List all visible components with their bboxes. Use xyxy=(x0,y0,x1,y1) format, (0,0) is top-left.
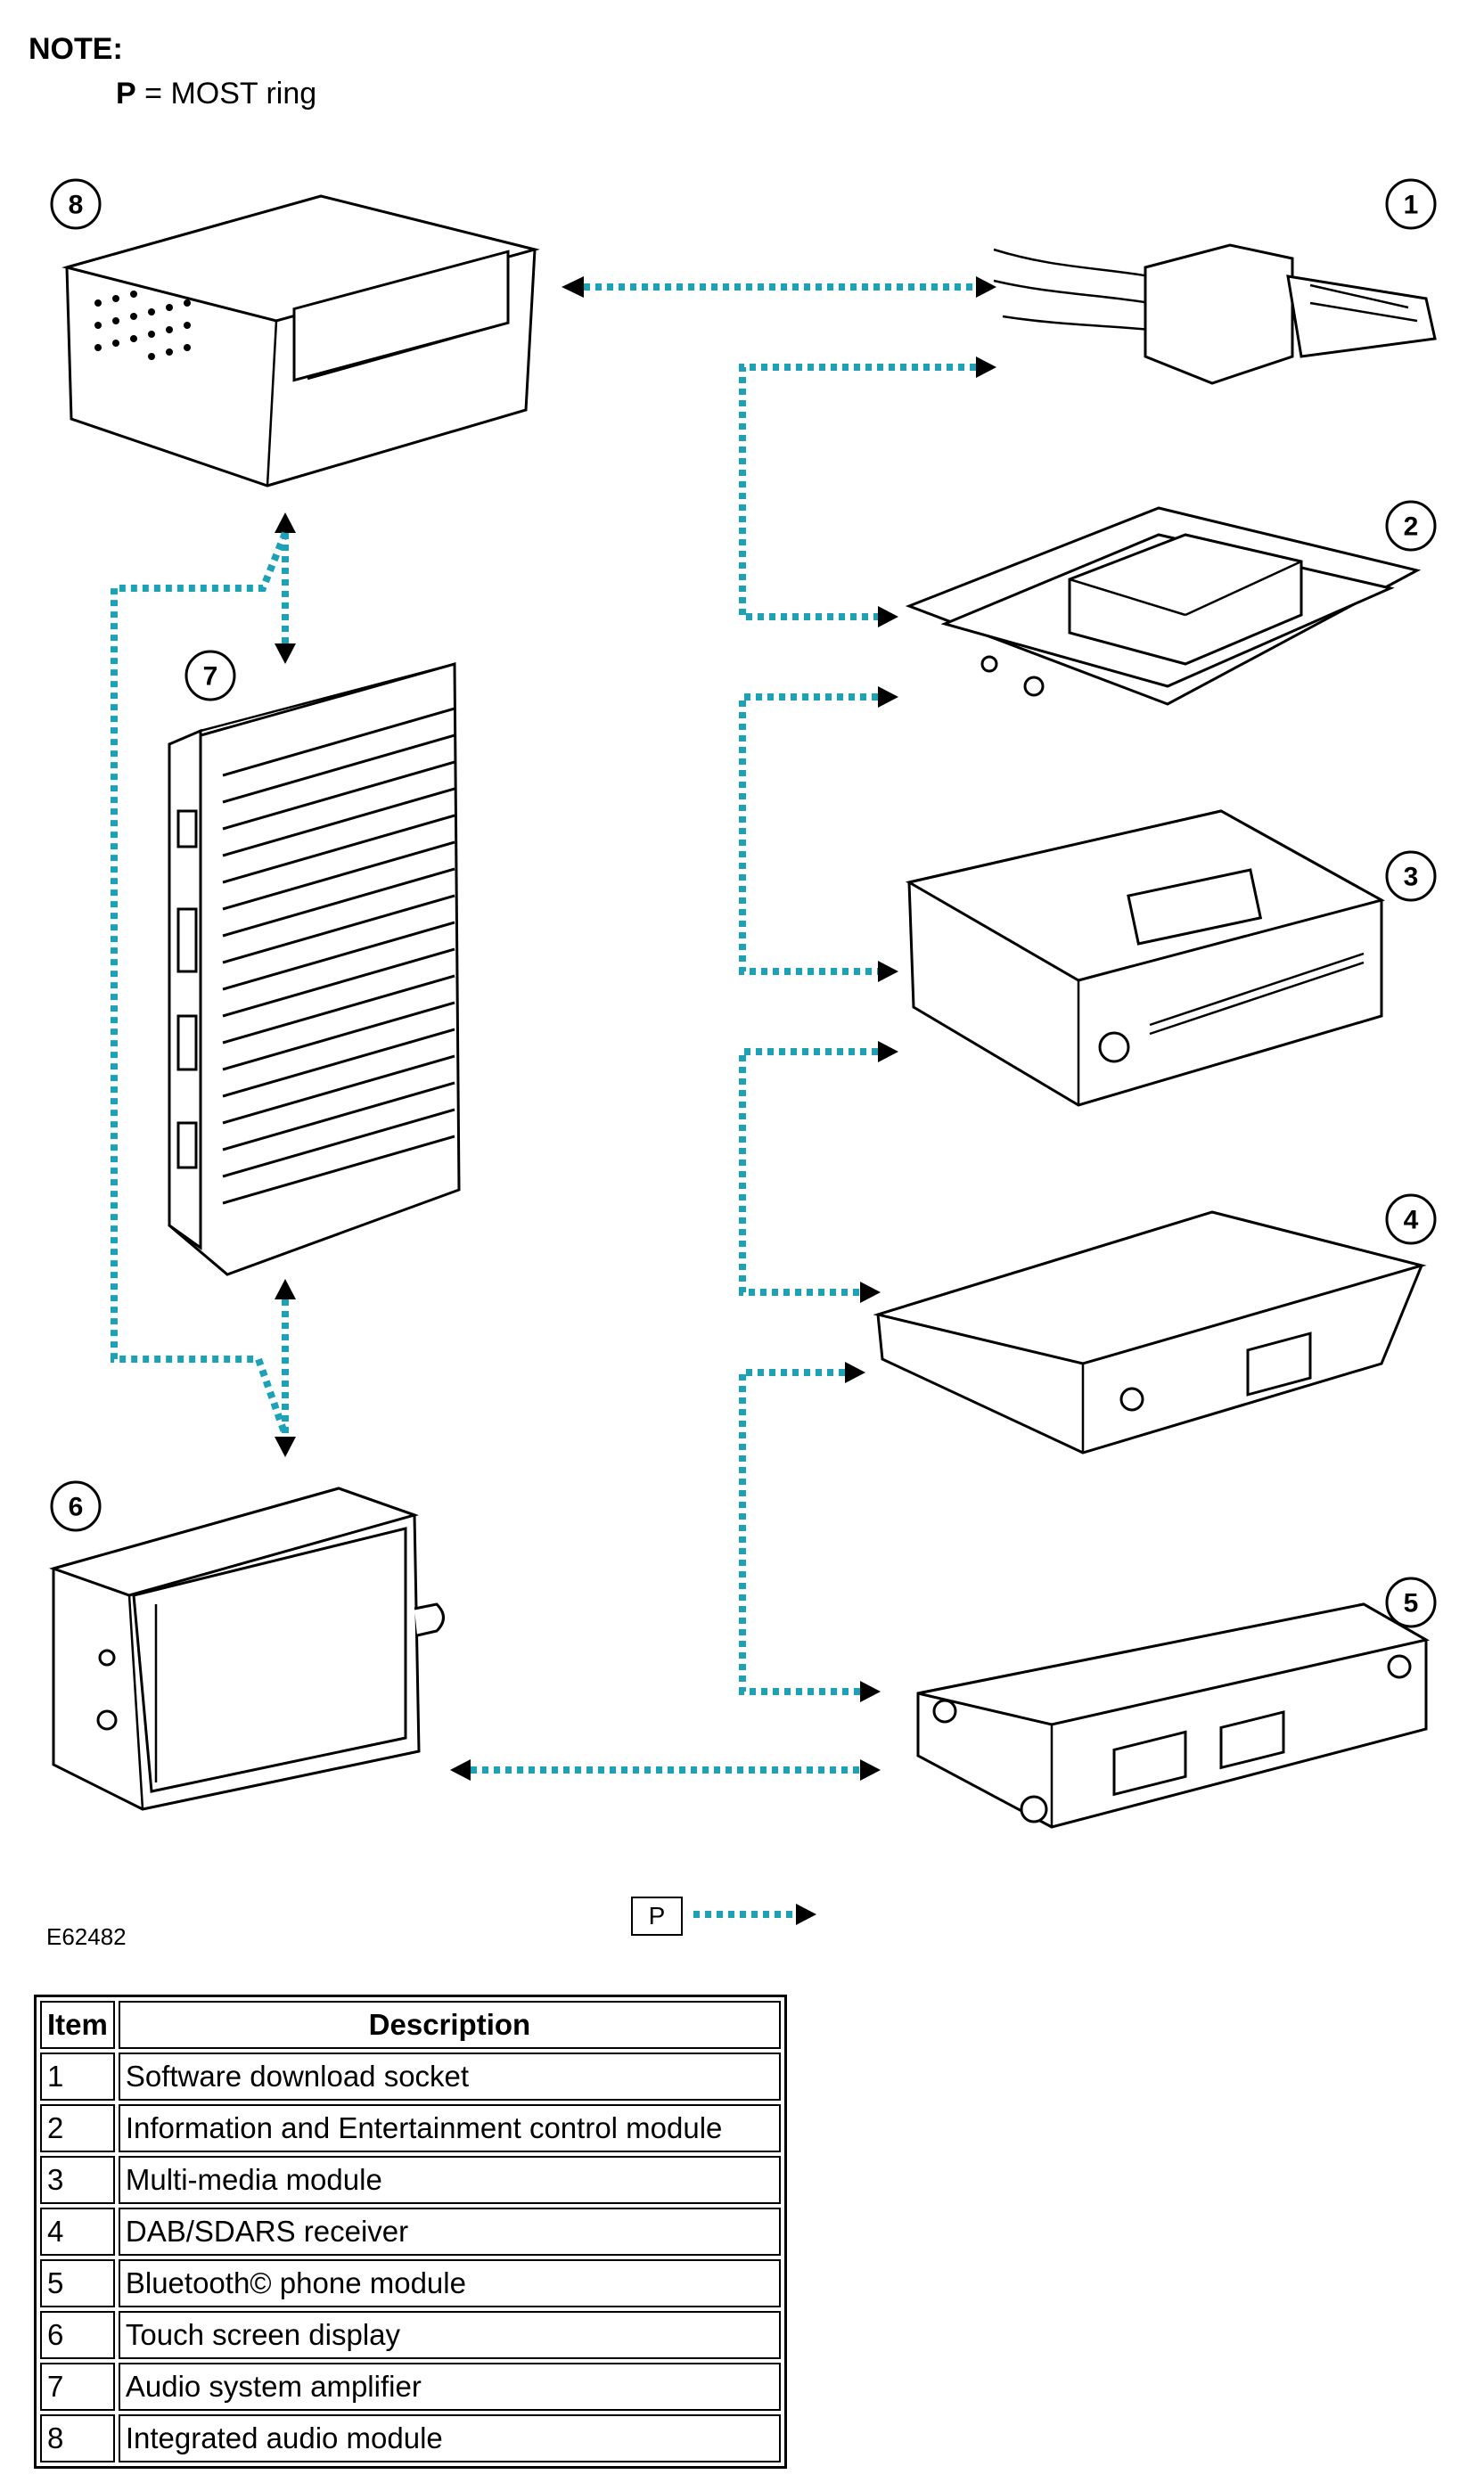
svg-text:6: 6 xyxy=(69,1493,84,1522)
callout-3: 3 xyxy=(1385,850,1437,902)
svg-text:2: 2 xyxy=(1404,512,1419,542)
svg-text:1: 1 xyxy=(1404,191,1419,220)
item-number: 8 xyxy=(40,2414,115,2462)
software-download-socket-drawing xyxy=(993,243,1437,385)
item-description: DAB/SDARS receiver xyxy=(118,2208,781,2256)
note-definition: P = MOST ring xyxy=(116,77,316,111)
callout-5: 5 xyxy=(1385,1577,1437,1628)
item-number: 6 xyxy=(40,2311,115,2359)
svg-text:4: 4 xyxy=(1404,1206,1419,1235)
note-heading: NOTE: xyxy=(29,32,123,66)
column-header-description: Description xyxy=(118,2001,781,2049)
multi-media-module-drawing xyxy=(905,809,1385,1107)
info-entertainment-module-drawing xyxy=(905,506,1422,706)
audio-amplifier-drawing xyxy=(168,662,461,1276)
note-key: P xyxy=(116,77,136,111)
bluetooth-module-drawing xyxy=(916,1602,1431,1829)
svg-text:5: 5 xyxy=(1404,1589,1419,1618)
amplifier-fins xyxy=(222,707,455,1205)
svg-text:7: 7 xyxy=(203,662,218,692)
note-text: = MOST ring xyxy=(144,77,317,111)
ring-link-2-3 xyxy=(739,693,878,975)
column-header-item: Item xyxy=(40,2001,115,2049)
item-number: 4 xyxy=(40,2208,115,2256)
item-description: Audio system amplifier xyxy=(118,2363,781,2411)
most-ring-diagram: 1 2 3 4 5 6 7 8 xyxy=(49,178,1437,1925)
item-number: 1 xyxy=(40,2053,115,2101)
legend-key-box: P xyxy=(631,1897,683,1936)
most-ring-links xyxy=(111,276,996,1925)
item-description: Software download socket xyxy=(118,2053,781,2101)
ring-link-4-5 xyxy=(739,1369,860,1695)
callout-8: 8 xyxy=(50,178,102,230)
table-header-row: Item Description xyxy=(40,2001,781,2049)
figure-id: E62482 xyxy=(46,1923,127,1950)
item-description: Bluetooth© phone module xyxy=(118,2259,781,2307)
integrated-audio-module-drawing xyxy=(61,194,540,488)
dab-sdars-receiver-drawing xyxy=(873,1210,1427,1454)
item-description: Information and Entertainment control mo… xyxy=(118,2104,781,2152)
callout-6: 6 xyxy=(50,1480,102,1532)
item-number: 7 xyxy=(40,2363,115,2411)
callout-2: 2 xyxy=(1385,500,1437,552)
touch-screen-display-drawing xyxy=(49,1487,445,1811)
callout-1: 1 xyxy=(1385,178,1437,230)
item-description: Multi-media module xyxy=(118,2156,781,2204)
svg-text:8: 8 xyxy=(69,191,84,220)
ring-link-1-2 xyxy=(739,364,976,620)
item-description: Integrated audio module xyxy=(118,2414,781,2462)
item-number: 3 xyxy=(40,2156,115,2204)
ring-link-3-4 xyxy=(739,1048,878,1296)
item-number: 2 xyxy=(40,2104,115,2152)
svg-text:3: 3 xyxy=(1404,863,1419,892)
ring-link-8-7-return xyxy=(111,531,289,1437)
item-description: Touch screen display xyxy=(118,2311,781,2359)
item-number: 5 xyxy=(40,2259,115,2307)
callout-7: 7 xyxy=(184,650,236,701)
callout-4: 4 xyxy=(1385,1193,1437,1245)
